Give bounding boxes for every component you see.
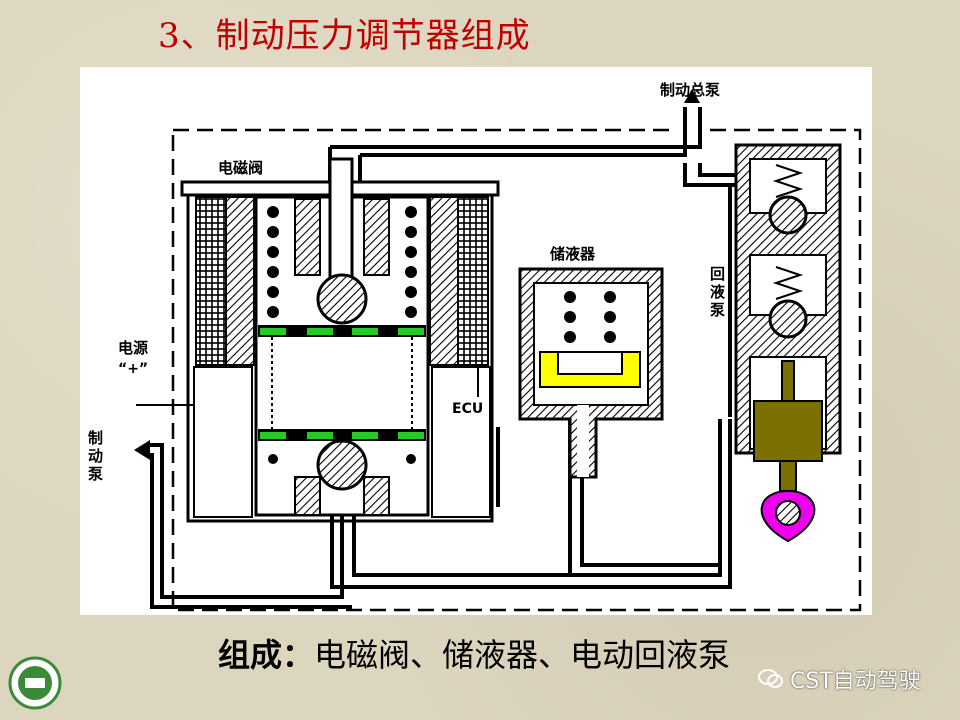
label-power-plus: “+”	[118, 361, 148, 377]
label-solenoid-valve: 电磁阀	[218, 159, 263, 177]
label-master-cylinder: 制动总泵	[660, 81, 720, 99]
watermark-text: CST自动驾驶	[790, 669, 921, 694]
master-cylinder-pipe	[328, 89, 740, 187]
wechat-icon	[758, 669, 783, 688]
armature	[258, 325, 426, 441]
label-return-pump-2: 液	[710, 283, 726, 301]
caption: 组成：电磁阀、储液器、电动回液泵	[218, 630, 730, 676]
caption-text: 电磁阀、储液器、电动回液泵	[314, 636, 731, 674]
accumulator	[518, 267, 664, 479]
label-return-pump-3: 泵	[710, 301, 725, 319]
wheel-cylinder-arrow	[134, 440, 150, 460]
lower-valve	[268, 439, 416, 516]
label-power: 电源	[118, 339, 148, 357]
label-wheel-cylinder-2: 动	[88, 447, 103, 465]
caption-lead: 组成：	[218, 636, 315, 674]
watermark: CST自动驾驶	[758, 665, 921, 694]
label-return-pump-1: 回	[710, 265, 725, 283]
solenoid-valve	[180, 157, 500, 523]
hydraulic-modulator-diagram: 电磁阀 制动总泵 储液器 回 液 泵 电源 “+” ECU 制 动 泵	[80, 67, 872, 615]
housing-outline	[171, 128, 862, 612]
label-wheel-cylinder-1: 制	[88, 429, 103, 447]
return-pump	[734, 143, 842, 543]
wiring	[136, 367, 479, 406]
slide-title: 3、制动压力调节器组成	[158, 16, 531, 56]
label-wheel-cylinder-3: 泵	[88, 465, 103, 483]
label-accumulator: 储液器	[550, 245, 596, 263]
upper-return-springs	[267, 206, 417, 318]
label-ecu: ECU	[452, 401, 483, 417]
cst-logo	[8, 656, 62, 710]
